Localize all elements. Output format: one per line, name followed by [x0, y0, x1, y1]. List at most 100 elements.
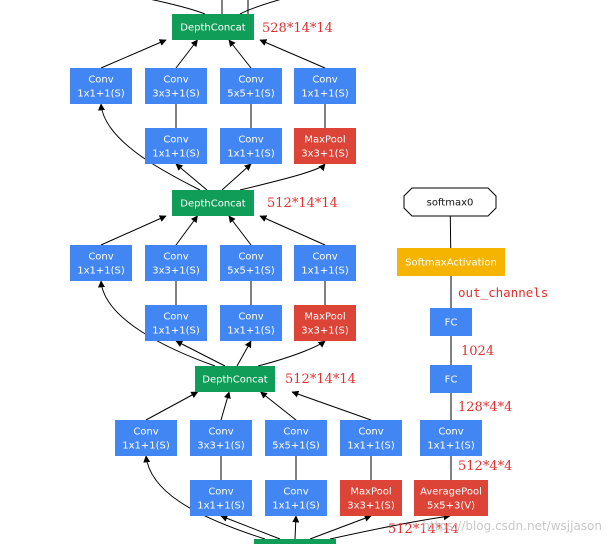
node-label: Conv [208, 427, 233, 438]
node-shape [430, 365, 472, 393]
node-shape [340, 480, 402, 516]
node-label: 1x1+1(S) [77, 89, 125, 100]
edge-offscreen [151, 0, 206, 15]
node-aux-softmax: SoftmaxActivation [397, 248, 505, 276]
edge [175, 215, 198, 246]
node-shape [294, 245, 356, 281]
node-label: SoftmaxActivation [405, 258, 497, 269]
node-shape [397, 248, 505, 276]
node-label: MaxPool [304, 135, 345, 146]
node-b2-pool: MaxPool 3x3+1(S) [294, 305, 356, 341]
edge [175, 39, 198, 69]
edge [228, 215, 252, 246]
node-label: 1x1+1(S) [347, 441, 395, 452]
node-label: 1x1+1(S) [227, 149, 275, 160]
annotation-dim-mid: 512*14*14 [267, 196, 338, 211]
node-shape [190, 420, 252, 456]
node-label: 3x3+1(S) [301, 149, 349, 160]
node-label: Conv [133, 427, 158, 438]
node-shape [115, 420, 177, 456]
annotation-dim-fc1: 1024 [461, 344, 494, 359]
node-b3-conv3: Conv 3x3+1(S) [190, 420, 252, 456]
edge [98, 280, 216, 367]
node-shape [265, 480, 327, 516]
edge [260, 391, 297, 421]
node-label: 1x1+1(S) [272, 501, 320, 512]
node-shape [220, 68, 282, 104]
node-concat-bottom [254, 539, 336, 544]
node-shape [190, 480, 252, 516]
edge [145, 391, 199, 421]
edge [220, 391, 231, 421]
node-label: FC [445, 318, 458, 329]
edge [236, 340, 252, 367]
annotation-dim-pool: 512*4*4 [458, 459, 512, 474]
node-shape [145, 68, 207, 104]
node-label: MaxPool [304, 312, 345, 323]
node-shape [430, 308, 472, 336]
node-concat-mid: DepthConcat [172, 190, 254, 216]
edge [143, 455, 266, 540]
node-label: 1x1+1(S) [122, 441, 170, 452]
node-label: Conv [88, 252, 113, 263]
node-shape [414, 480, 488, 516]
node-shape [294, 305, 356, 341]
node-b3-conv1: Conv 1x1+1(S) [115, 420, 177, 456]
node-label: 5x5+1(S) [272, 441, 320, 452]
node-b2-convp: Conv 1x1+1(S) [294, 245, 356, 281]
node-label: Conv [163, 75, 188, 86]
node-label: 1x1+1(S) [197, 501, 245, 512]
node-b1-conv1: Conv 1x1+1(S) [70, 68, 132, 104]
node-shape [265, 420, 327, 456]
annotation-dim-fc2: out_channels [458, 285, 548, 300]
node-label: 3x3+1(S) [347, 501, 395, 512]
edge [100, 215, 167, 246]
node-shape [220, 305, 282, 341]
edge [259, 215, 326, 246]
node-shape [220, 128, 282, 164]
node-label: 3x3+1(S) [197, 441, 245, 452]
annotation-dim-input: 512*14*14 [388, 522, 459, 537]
node-label: Conv [283, 487, 308, 498]
node-label: Conv [88, 75, 113, 86]
node-shape [172, 14, 254, 40]
edge [309, 514, 372, 540]
edge [98, 103, 201, 191]
edge [259, 39, 326, 69]
edge [292, 515, 300, 540]
node-label: 3x3+1(S) [301, 326, 349, 337]
edge [220, 515, 281, 540]
node-label: Conv [163, 252, 188, 263]
node-aux-output: softmax0 [403, 187, 497, 217]
node-b1-pool: MaxPool 3x3+1(S) [294, 128, 356, 164]
node-label: Conv [312, 252, 337, 263]
node-label: Conv [163, 312, 188, 323]
edge-offscreen [239, 0, 281, 15]
node-shape [294, 128, 356, 164]
node-label: 1x1+1(S) [301, 266, 349, 277]
node-label: 1x1+1(S) [152, 149, 200, 160]
node-shape [420, 420, 482, 456]
edge [291, 390, 372, 421]
node-label: FC [445, 375, 458, 386]
node-shape [145, 305, 207, 341]
node-label: 5x5+1(S) [227, 89, 275, 100]
node-label: 1x1+1(S) [427, 441, 475, 452]
node-label: Conv [238, 312, 263, 323]
node-shape [145, 128, 207, 164]
node-label: DepthConcat [202, 375, 268, 386]
node-label: 3x3+1(S) [152, 266, 200, 277]
node-shape [145, 245, 207, 281]
node-aux-fc1: FC [430, 365, 472, 393]
edge [100, 39, 167, 69]
nodes: DepthConcatConv1x1+1(S)Conv3x3+1(S)Conv5… [70, 14, 505, 544]
